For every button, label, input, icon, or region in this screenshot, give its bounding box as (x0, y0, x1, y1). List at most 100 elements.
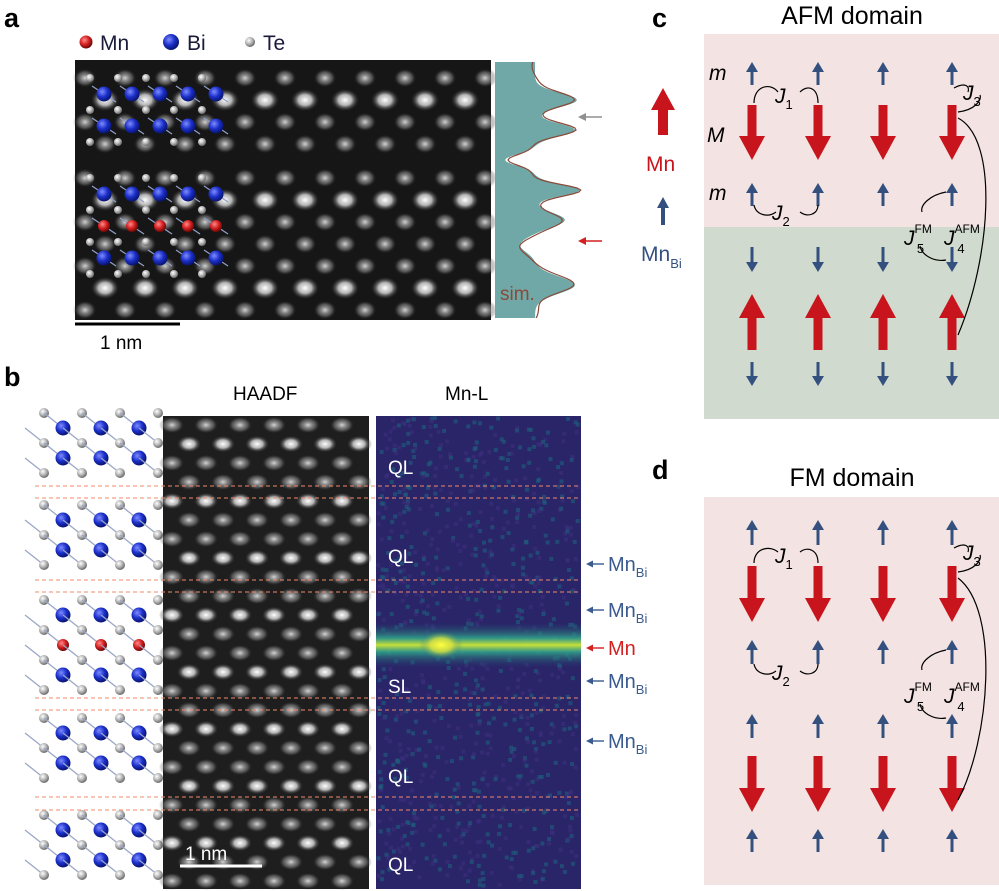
mn-spin-arrow (939, 294, 965, 350)
te-atom (170, 174, 178, 182)
mnl-pixel (502, 589, 507, 594)
te-atom (198, 106, 206, 114)
mn-legend-dot (79, 35, 93, 49)
mnl-pixel (401, 579, 406, 584)
stem-atom (233, 212, 257, 232)
te-atom (114, 138, 122, 146)
j5-bracket (921, 649, 947, 671)
mnbi-spin-arrow (877, 640, 889, 664)
mnl-pixel (458, 562, 463, 567)
mnl-pixel (513, 710, 518, 715)
te-atom (86, 206, 94, 214)
haadf-atom (278, 777, 304, 795)
panel-b-crystal-model (24, 408, 163, 880)
mnl-pixel (516, 607, 521, 612)
mnl-pixel (501, 778, 506, 783)
mnl-pixel (455, 782, 460, 787)
haadf-atom (244, 739, 270, 757)
mnl-pixel (541, 440, 545, 445)
te-atom (39, 773, 49, 783)
mnl-pixel (563, 870, 567, 874)
mnl-pixel (511, 850, 516, 855)
mnbi-spin-arrow (812, 714, 824, 738)
mnl-pixel (479, 614, 484, 619)
mnl-pixel (393, 717, 398, 722)
layer-label-ql-2: QL (388, 547, 413, 568)
stem-atom (250, 188, 280, 212)
mnl-pixel (391, 827, 396, 832)
haadf-atom (159, 644, 185, 662)
mnl-pixel (396, 824, 401, 829)
mnl-pixel (562, 727, 567, 732)
stem-atom (253, 134, 277, 154)
haadf-atom (244, 587, 270, 605)
mnl-pixel (386, 828, 391, 833)
mnl-pixel (515, 428, 519, 433)
haadf-atom (346, 511, 372, 529)
mnl-pixel (414, 591, 419, 596)
haadf-atom (312, 815, 338, 833)
mnl-pixel (387, 867, 392, 872)
te-atom (153, 595, 163, 605)
stem-atom (193, 300, 217, 320)
mnl-pixel (463, 671, 468, 676)
haadf-atom (193, 492, 219, 510)
stem-atom (330, 188, 360, 212)
stem-atom (410, 276, 440, 300)
mnl-pixel (452, 854, 457, 859)
mnl-pixel (391, 849, 396, 854)
mnl-pixel (567, 791, 572, 796)
mnl-pixel (476, 705, 481, 709)
mnl-pixel (384, 568, 389, 573)
te-legend-label: Te (263, 32, 285, 55)
mnl-pixel (473, 741, 478, 746)
mnbi-spin-arrow (946, 640, 958, 664)
stem-atom (290, 188, 320, 212)
bi-atom (208, 86, 224, 102)
mnl-pixel (427, 801, 432, 806)
bi-atom (180, 186, 196, 202)
mnl-pixel (424, 754, 428, 759)
annotation-label: Mn (608, 638, 636, 660)
mnl-pixel (454, 682, 459, 687)
mnl-pixel (452, 787, 457, 792)
mnl-pixel (500, 807, 505, 812)
mnl-pixel (380, 567, 385, 572)
stem-atom (313, 168, 337, 188)
mnl-pixel (530, 713, 534, 718)
mnl-pixel (429, 416, 434, 421)
mnl-pixel (557, 790, 562, 795)
coupling-j1: J1 (774, 545, 793, 572)
mnl-pixel (396, 759, 401, 764)
mnl-pixel (432, 770, 437, 775)
mnl-pixel (477, 719, 482, 724)
mnl-pixel (407, 698, 412, 703)
mnl-pixel (402, 798, 407, 803)
mnl-pixel (386, 855, 390, 860)
haadf-atom (278, 853, 304, 871)
mnl-pixel (566, 801, 571, 806)
mnl-pixel (468, 690, 473, 695)
mnl-pixel (442, 842, 447, 847)
mnl-pixel (471, 781, 476, 786)
mnl-pixel (532, 525, 537, 529)
mnl-pixel (386, 588, 391, 593)
panel-label-d: d (652, 455, 669, 485)
mnl-pixel (419, 779, 424, 784)
mnl-pixel (383, 506, 388, 511)
mnl-pixel (565, 694, 570, 699)
mnl-pixel (501, 439, 506, 444)
fm-domain (704, 497, 999, 885)
mnl-pixel (487, 449, 492, 454)
haadf-atom (278, 511, 304, 529)
mnl-pixel (459, 756, 464, 761)
mnl-pixel (380, 805, 385, 809)
mnl-pixel (381, 501, 386, 506)
bi-atom (180, 250, 196, 266)
mnl-pixel (551, 617, 556, 622)
mnl-pixel (536, 581, 541, 586)
haadf-atoms (159, 416, 372, 890)
mnl-pixel (563, 531, 568, 536)
layer-label-ql-1: QL (388, 458, 413, 479)
